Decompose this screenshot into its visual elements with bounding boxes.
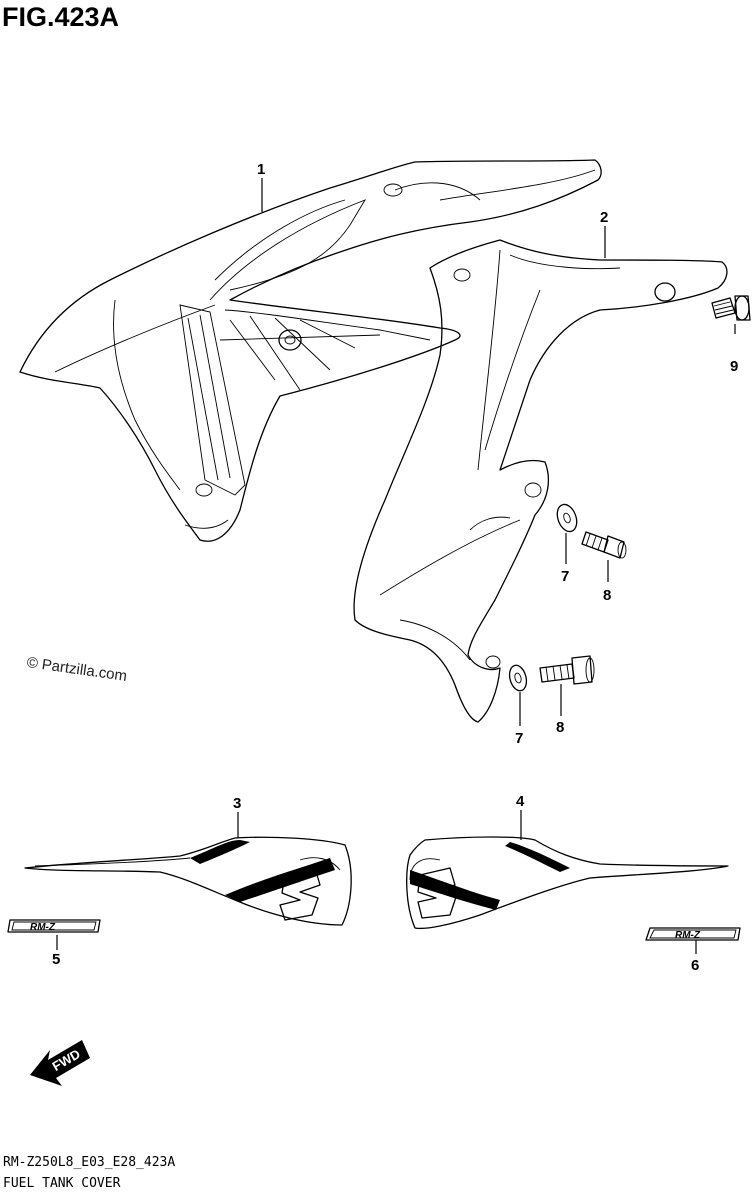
footer-code: RM-Z250L8_E03_E28_423A: [3, 1155, 176, 1170]
emblem-right-text: RM-Z: [675, 930, 701, 941]
part-5-left-emblem[interactable]: RM-Z: [7, 919, 101, 933]
emblem-left-text: RM-Z: [30, 922, 56, 933]
part-2-right-shroud[interactable]: [353, 239, 728, 723]
callout-8-lower: 8: [556, 719, 564, 736]
callout-2: 2: [600, 209, 608, 226]
callout-1: 1: [257, 161, 265, 178]
part-9-bolt[interactable]: [711, 295, 751, 321]
leader-lines: [56, 178, 736, 954]
callout-7-lower: 7: [515, 730, 523, 747]
part-7-washer-lower[interactable]: [507, 663, 529, 692]
part-4-right-decal[interactable]: [406, 836, 729, 930]
part-3-left-decal[interactable]: [24, 836, 352, 926]
part-6-right-emblem[interactable]: RM-Z: [645, 927, 741, 941]
callout-5: 5: [52, 951, 60, 968]
callout-4: 4: [516, 793, 525, 810]
part-1-left-shroud[interactable]: [19, 159, 602, 542]
figure-title: FIG.423A: [2, 2, 120, 32]
part-8-bolt-upper[interactable]: [581, 531, 627, 559]
callout-8-upper: 8: [603, 587, 611, 604]
callout-7-upper: 7: [561, 568, 569, 585]
callout-6: 6: [691, 957, 699, 974]
callout-3: 3: [233, 795, 241, 812]
part-7-washer-upper[interactable]: [554, 502, 580, 534]
footer-name: FUEL TANK COVER: [3, 1176, 121, 1191]
callout-9: 9: [730, 358, 738, 375]
part-8-bolt-lower[interactable]: [539, 655, 595, 685]
fwd-direction-arrow: FWD: [30, 1040, 90, 1086]
